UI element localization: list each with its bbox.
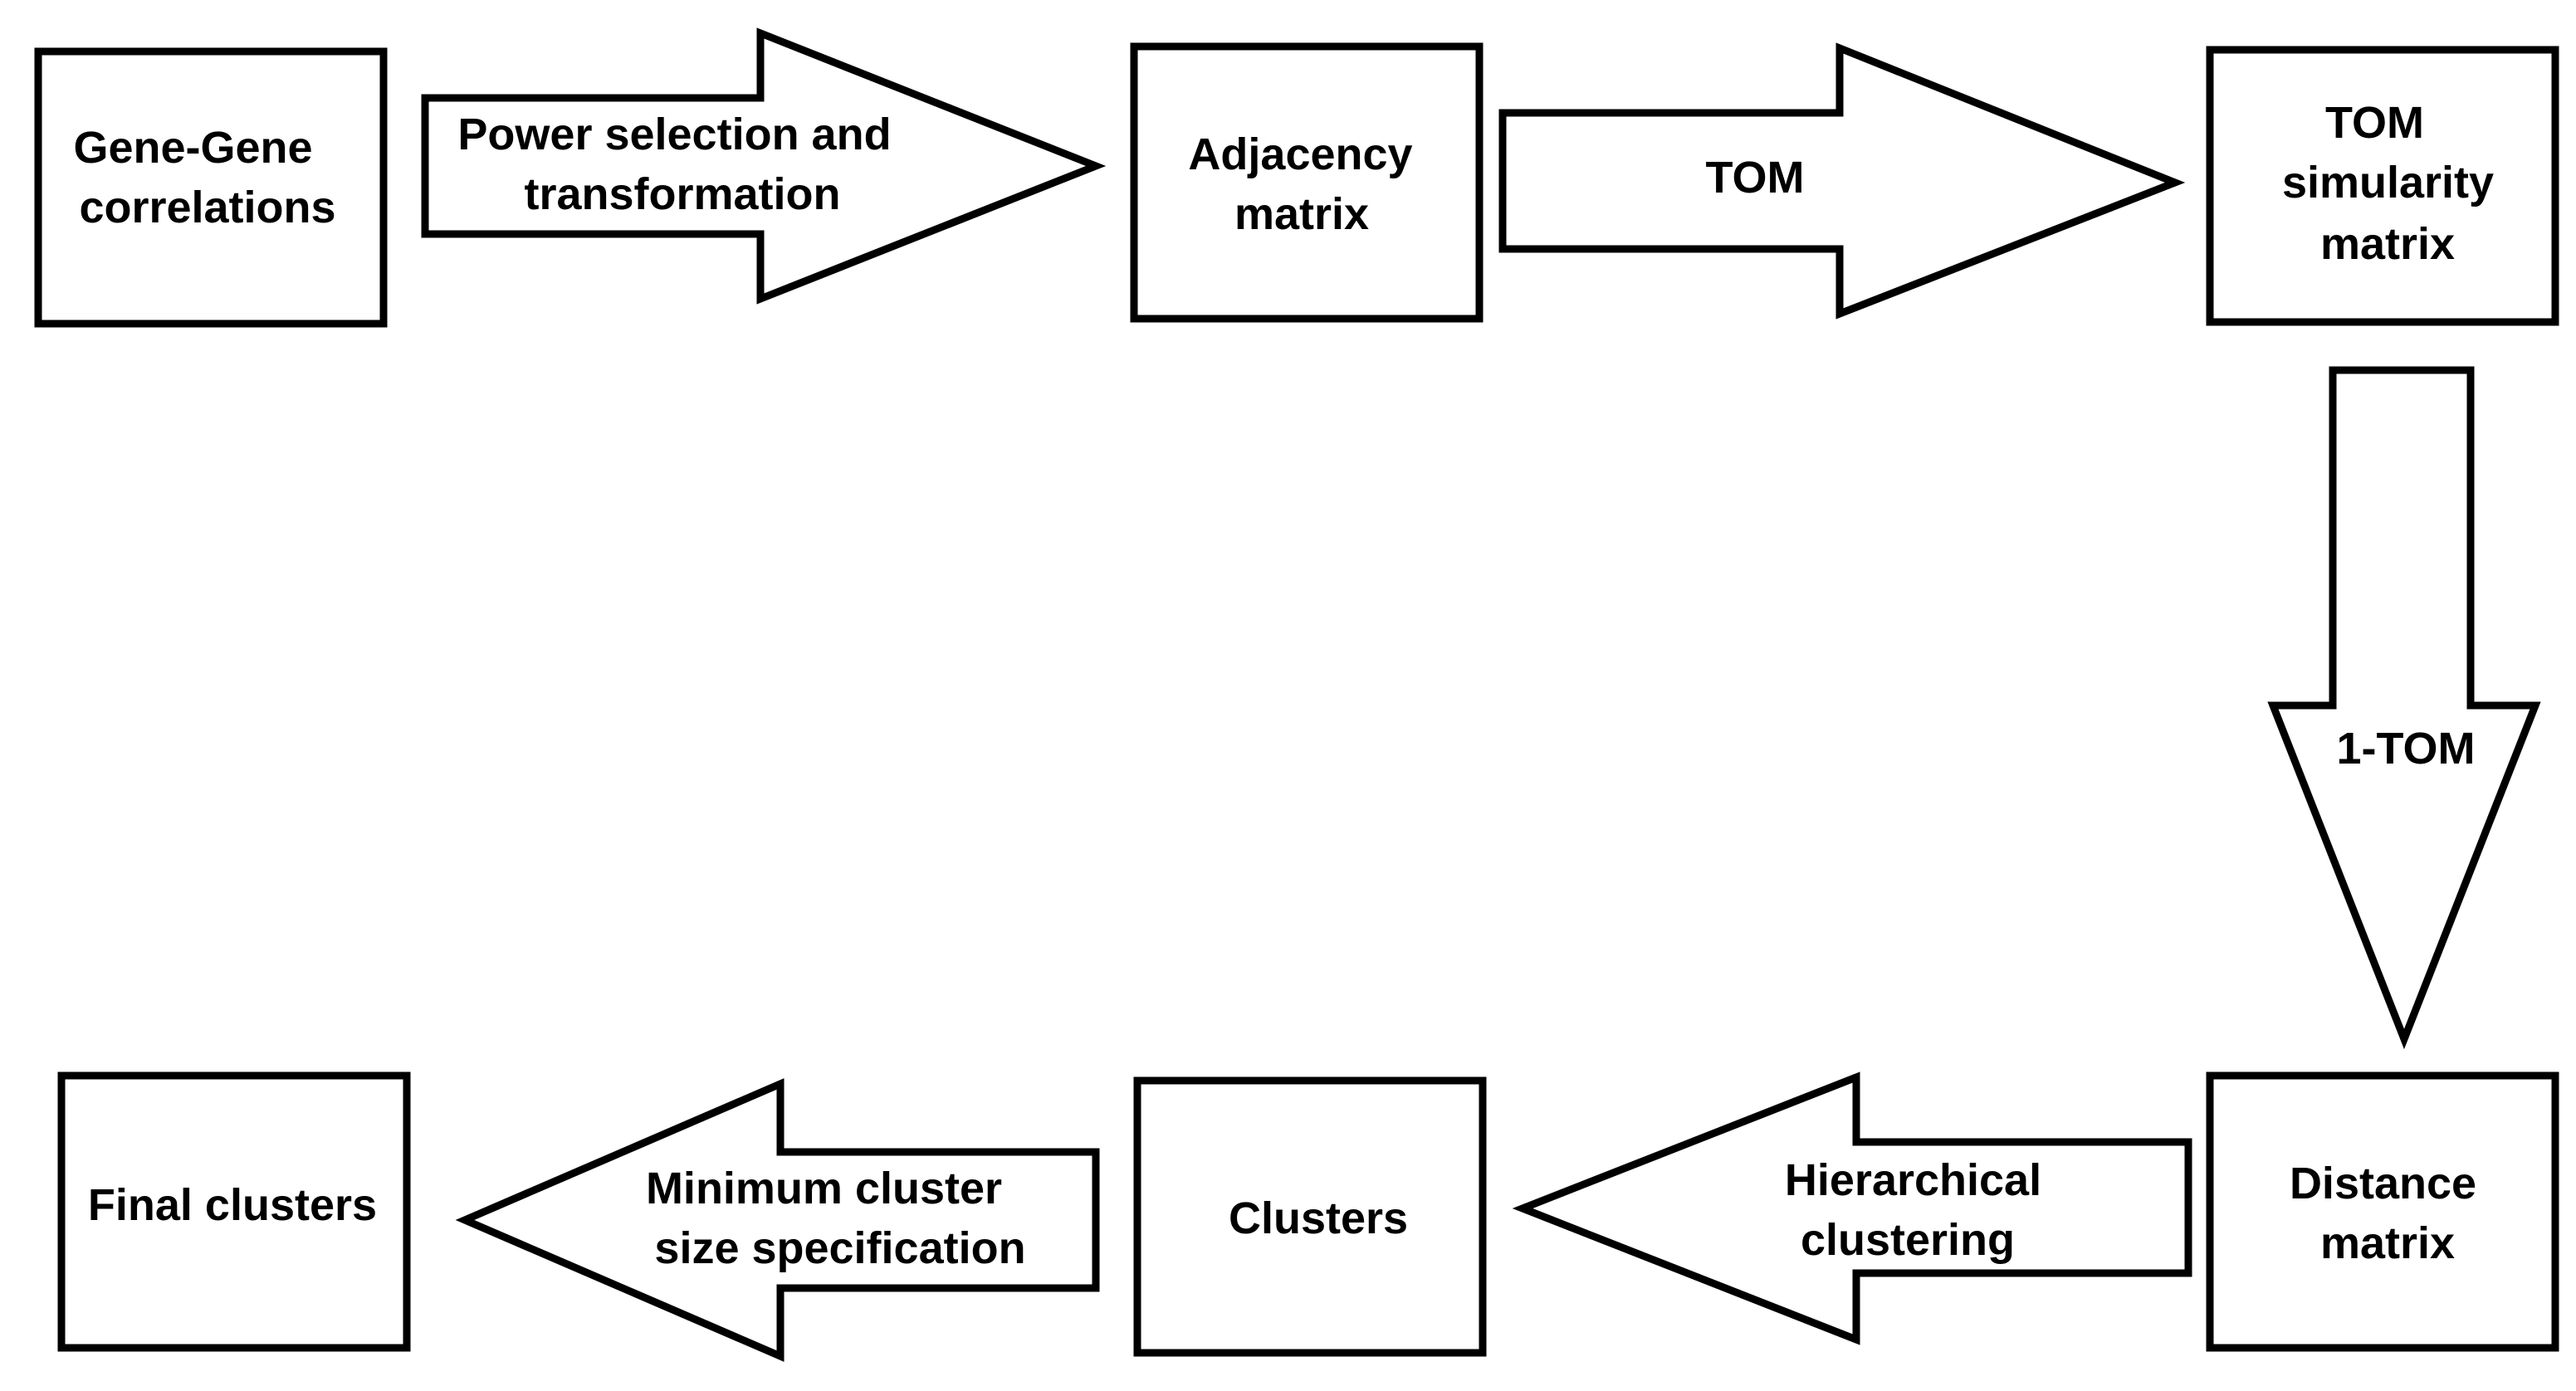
node-clusters-label: Clusters: [1229, 1193, 1408, 1243]
node-clusters-box: [1133, 1076, 1487, 1357]
node-gene-gene-correlations-box: [34, 47, 388, 328]
node-distance-matrix-box: [2206, 1071, 2559, 1352]
arrow-power-selection-shape: [421, 27, 1107, 305]
node-distance-matrix-label: Distance matrix: [2290, 1159, 2489, 1268]
arrow-hierarchical-clustering-shape: [1512, 1071, 2192, 1345]
edge-tom-label: TOM: [1706, 153, 1805, 203]
node-tom-similarity-matrix-box: [2206, 46, 2559, 326]
node-tom-similarity-matrix-label: TOM simularity matrix: [2282, 98, 2506, 269]
edge-minimum-cluster-size-label: Minimum cluster size specification: [646, 1164, 1026, 1273]
node-adjacency-matrix-label: Adjacency matrix: [1188, 129, 1425, 239]
edge-power-selection-label: Power selection and transformation: [457, 110, 903, 219]
arrow-tom-shape: [1498, 42, 2186, 320]
node-final-clusters-label: Final clusters: [88, 1180, 377, 1230]
edge-one-minus-tom-label: 1-TOM: [2336, 724, 2475, 774]
node-gene-gene-correlations-label: Gene-Gene correlations: [73, 123, 335, 232]
node-final-clusters-box: [57, 1071, 411, 1352]
arrow-minimum-cluster-size-shape: [455, 1078, 1100, 1362]
node-adjacency-matrix-box: [1130, 42, 1484, 323]
edge-hierarchical-clustering-label: Hierarchical clustering: [1785, 1155, 2054, 1265]
arrow-one-minus-tom-shape: [2267, 366, 2541, 1050]
